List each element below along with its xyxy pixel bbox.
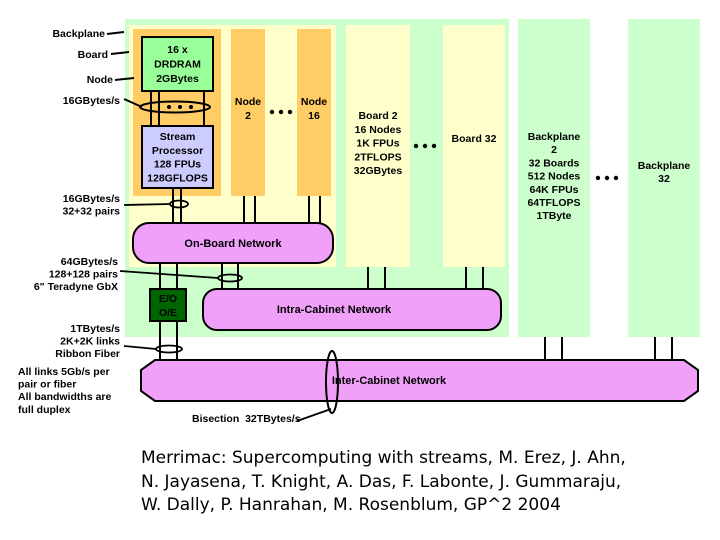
intra-cabinet-network (202, 288, 502, 331)
text-line: 2K+2K links (60, 336, 120, 348)
text-line: All links 5Gb/s per (18, 366, 110, 378)
text-line: 128+128 pairs (49, 269, 118, 281)
caption-line-2: N. Jayasena, T. Knight, A. Das, F. Labon… (141, 471, 622, 492)
citation-caption: Merrimac: Supercomputing with streams, M… (141, 447, 701, 518)
node-ellipsis-dots (269, 109, 293, 115)
text-line: DRDRAM (154, 58, 201, 70)
bisection-label: Bisection 32TBytes/s (192, 413, 301, 425)
text-line: All bandwidths are (18, 391, 112, 403)
text-line: Backplane (638, 160, 691, 172)
link-lines (150, 91, 673, 360)
text-line: 1K FPUs (356, 138, 399, 150)
board-ellipsis-dots (413, 143, 437, 149)
text-line: Backplane (528, 131, 581, 143)
text-line: 32GBytes (354, 165, 403, 177)
text-line: pair or fiber (18, 379, 76, 391)
text-line: 16 Nodes (355, 124, 402, 136)
text-line: E/O (159, 293, 177, 305)
drdram-memory-label: 16 x DRDRAM 2GBytes (154, 44, 201, 85)
text-line: Stream (160, 131, 196, 143)
text-line: full duplex (18, 404, 71, 416)
backplane-ellipsis-dots (595, 175, 619, 181)
text-line: Node (235, 96, 261, 108)
inter-cabinet-network (140, 359, 699, 402)
pointer-node (114, 77, 135, 81)
board-32-label: Board 32 (452, 133, 497, 145)
label-mem-bw: 16GBytes/s (63, 95, 120, 107)
text-line: 2TFLOPS (354, 151, 401, 163)
text-line: Processor (152, 145, 203, 157)
caption-line-1: Merrimac: Supercomputing with streams, M… (141, 448, 626, 468)
pointer-proc-bw (123, 203, 171, 206)
label-backplane: Backplane (52, 28, 105, 40)
board-32 (443, 25, 505, 267)
drdram-memory-box (141, 36, 214, 92)
text-line: 2GBytes (156, 73, 199, 85)
text-line: 16 (308, 110, 320, 122)
text-line: 16GBytes/s (63, 193, 120, 205)
text-line: 128 FPUs (154, 159, 201, 171)
inter-cabinet-network-label: Inter-Cabinet Network (332, 375, 447, 387)
caption-line-3: W. Dally, P. Hanrahan, M. Rosenblum, GP^… (141, 495, 561, 515)
pointer-mem-bw (123, 98, 143, 108)
text-line: 6" Teradyne GbX (34, 281, 118, 293)
intra-cabinet-network-label: Intra-Cabinet Network (277, 304, 392, 316)
on-board-network (132, 222, 334, 264)
on-board-network-label: On-Board Network (184, 238, 282, 250)
pointer-backplane (106, 31, 125, 35)
pointer-board-bw (119, 270, 219, 279)
board-2 (346, 25, 410, 267)
backplane-2 (518, 19, 590, 337)
pointer-board (110, 51, 130, 55)
text-line: 1TByte (536, 210, 571, 222)
text-line: 2 (551, 144, 557, 156)
node-16 (297, 29, 331, 196)
node-16-label: Node 16 (301, 96, 327, 122)
text-line: 64GBytes/s (61, 256, 118, 268)
stream-processor-box (141, 125, 214, 189)
eo-converter-label: E/O O/E (159, 293, 177, 319)
pointer-fiber-bw (123, 345, 157, 350)
bisection-pointer (296, 408, 332, 422)
text-line: 128GFLOPS (147, 172, 208, 184)
text-line: Node (301, 96, 327, 108)
mem-ellipsis-dots (167, 105, 193, 109)
text-line: Ribbon Fiber (55, 348, 120, 360)
text-line: 512 Nodes (528, 171, 581, 183)
text-line: 32+32 pairs (62, 206, 120, 218)
backplane-32 (628, 19, 700, 337)
text-line: 64TFLOPS (527, 197, 580, 209)
text-line: 2 (245, 110, 251, 122)
label-node: Node (87, 74, 113, 86)
label-board: Board (78, 49, 108, 61)
text-line: 16 x (167, 44, 188, 56)
text-line: Board 32 (452, 133, 497, 145)
node-2-label: Node 2 (235, 96, 261, 122)
text-line: 1TBytes/s (70, 323, 120, 335)
text-line: 64K FPUs (529, 184, 578, 196)
bisection-ellipse (325, 350, 339, 414)
text-line: Board 2 (358, 110, 397, 122)
eo-converter-box (149, 288, 187, 322)
text-line: O/E (159, 307, 177, 319)
node-2 (231, 29, 265, 196)
text-line: 32 Boards (529, 157, 580, 169)
text-line: 32 (658, 173, 670, 185)
